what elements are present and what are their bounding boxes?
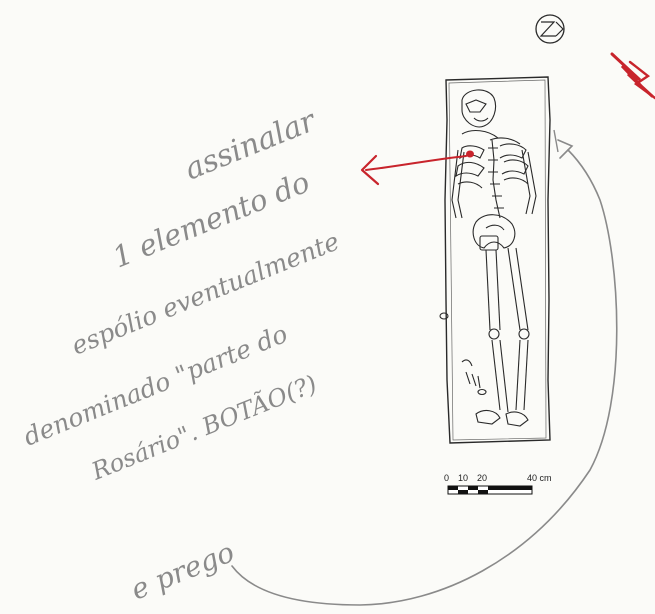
- pencil-curve-arrow: [231, 129, 618, 606]
- north-arrow-icon: [535, 14, 565, 44]
- scale-tick-10: 10: [458, 473, 468, 483]
- red-pencil-mark: [610, 52, 655, 100]
- red-arrow: [360, 154, 467, 186]
- scale-tick-40: 40 cm: [527, 473, 552, 483]
- marked-element: [466, 150, 474, 158]
- skeleton: [439, 89, 537, 427]
- annotation-footnote: e prego: [126, 535, 239, 606]
- grave-outline: [444, 76, 551, 444]
- scale-tick-0: 0: [444, 473, 449, 483]
- scale-tick-20: 20: [477, 473, 487, 483]
- scale-bar: 0 10 20 40 cm: [444, 473, 552, 495]
- handwritten-annotation: assinalar 1 elemento do espólio eventual…: [19, 103, 343, 607]
